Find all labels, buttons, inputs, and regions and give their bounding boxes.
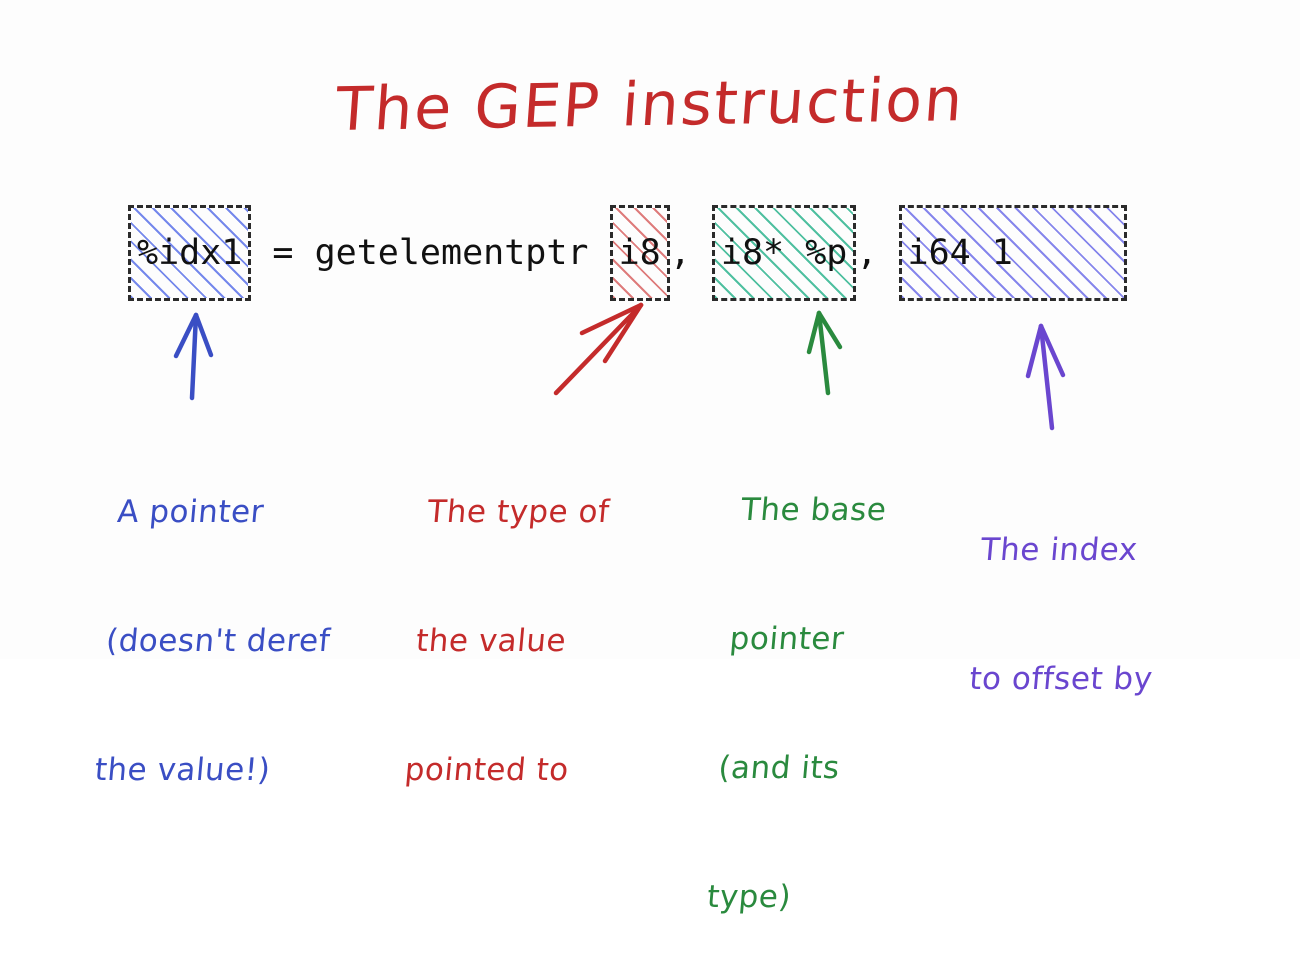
code-spacer-2 xyxy=(877,222,898,284)
page-title: The GEP instruction xyxy=(333,65,967,145)
annotation-pointer-line-3: the value!) xyxy=(93,752,272,788)
code-token-comma-1: , xyxy=(669,233,691,273)
annotation-index-line-2: to offset by xyxy=(967,661,1155,697)
highlight-box-value-type[interactable]: i8 xyxy=(609,205,670,301)
arrow-up-green-icon xyxy=(806,310,843,396)
annotation-base-pointer-line-4: type) xyxy=(705,879,793,915)
gep-instruction-diagram: { "title": "The GEP instruction", "color… xyxy=(93,65,1155,915)
code-token-value-type: i8 xyxy=(618,233,661,273)
code-token-result: %idx1 xyxy=(137,233,243,273)
annotation-base-pointer: The base pointer (and its type) xyxy=(702,403,896,962)
arrow-diagonal-red-icon xyxy=(553,302,644,396)
highlight-box-index[interactable]: i64 1 xyxy=(898,205,1128,301)
annotation-value-type-line-2: the value xyxy=(414,623,568,659)
highlight-box-result[interactable]: %idx1 xyxy=(128,205,252,301)
code-token-index: i64 1 xyxy=(907,233,1119,273)
code-spacer-1 xyxy=(691,222,712,284)
annotation-value-type-line-3: pointed to xyxy=(403,752,571,788)
annotation-base-pointer-line-3: (and its xyxy=(716,750,842,786)
annotation-pointer-line-2: (doesn't deref xyxy=(104,623,332,659)
arrow-up-purple-icon xyxy=(1025,323,1066,431)
annotation-pointer: A pointer (doesn't deref the value!) xyxy=(89,405,351,835)
arrow-up-blue-icon xyxy=(173,312,214,401)
annotation-index-line-1: The index xyxy=(979,532,1140,568)
code-token-base-pointer: i8* %p xyxy=(720,233,848,273)
highlight-box-base-pointer[interactable]: i8* %p xyxy=(711,205,857,301)
annotation-index: The index to offset by xyxy=(964,443,1173,744)
annotation-value-type: The type of the value pointed to xyxy=(399,405,619,835)
code-token-comma-2: , xyxy=(856,233,878,273)
annotation-base-pointer-line-1: The base xyxy=(739,492,889,528)
annotation-base-pointer-line-2: pointer xyxy=(728,621,846,657)
code-token-assign: = getelementptr xyxy=(251,233,610,273)
code-line: %idx1 = getelementptr i8, i8* %p, i64 1 xyxy=(128,205,1128,301)
annotation-pointer-line-1: A pointer xyxy=(115,494,266,530)
annotation-value-type-line-1: The type of xyxy=(425,494,612,530)
